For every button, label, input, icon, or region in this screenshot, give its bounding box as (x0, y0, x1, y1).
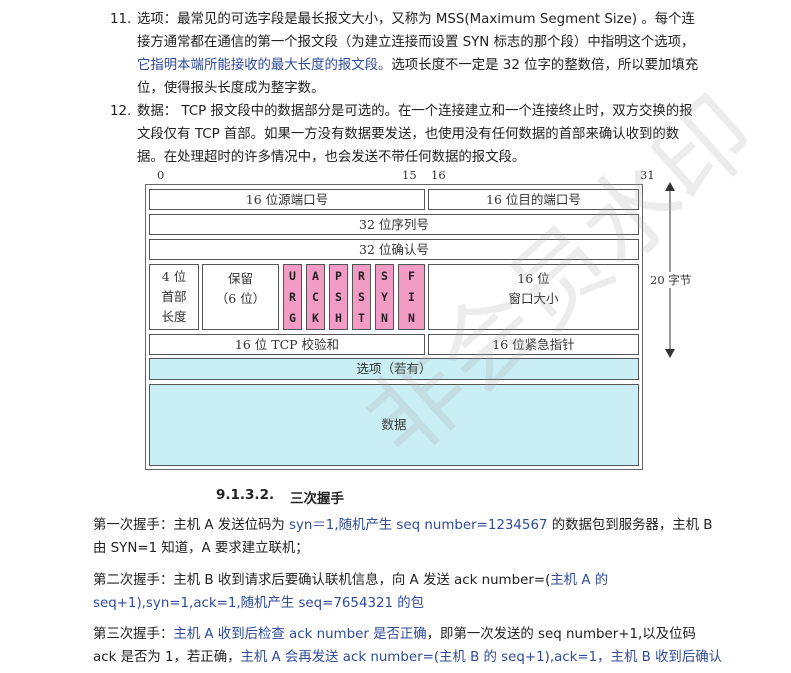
flag-psh-c3: H (335, 310, 342, 325)
header-length-field: 4 位 首部 长度 (149, 264, 199, 330)
handshake2-line2: seq+1),syn=1,ack=1,随机产生 seq=7654321 的包 (93, 596, 425, 611)
options-field: 选项（若有） (149, 358, 639, 380)
flag-ack-c3: K (312, 310, 319, 325)
flag-ack-c1: A (312, 268, 319, 283)
bit-label-0: 0 (157, 168, 165, 182)
flag-urg-c3: G (289, 310, 296, 325)
flag-ack-c2: C (312, 289, 319, 304)
urgent-pointer-field: 16 位紧急指针 (428, 334, 639, 355)
flag-psh-c1: P (335, 268, 342, 283)
reserved-l1: 保留 (227, 271, 253, 286)
handshake3-text-a: 第三次握手： (93, 627, 174, 642)
header-length-l2: 首部 (161, 289, 187, 304)
item12-line3: 据。在处理超时的许多情况中，也会发送不带任何数据的报文段。 (137, 150, 526, 165)
item11-line4: 位，使得报头长度成为整字数。 (137, 81, 325, 96)
handshake3-line1: 第三次握手：主机 A 收到后检查 ack number 是否正确，即第一次发送的… (93, 623, 696, 647)
handshake3-text-c: ，即第一次发送的 seq number+1,以及位码 (426, 627, 696, 642)
item11-line2: 接方通常都在通信的第一个报文段（为建立连接而设置 SYN 标志的那个段）中指明这… (137, 35, 695, 50)
list-number-11: 11. (110, 12, 132, 27)
handshake2-text-a: 第二次握手：主机 B 收到请求后要确认联机信息，向 A 发送 ack numbe… (93, 573, 551, 588)
item11-line1: 选项：最常见的可选字段是最长报文大小，又称为 MSS(Maximum Segme… (137, 12, 695, 27)
handshake1-line2: 由 SYN=1 知道，A 要求建立联机； (93, 541, 309, 556)
data-field: 数据 (149, 384, 639, 466)
handshake3-text-b: 主机 A 收到后检查 ack number 是否正确 (173, 627, 427, 642)
header-length-l3: 长度 (161, 309, 187, 324)
handshake3-text-d: ack 是否为 1，若正确， (93, 650, 241, 665)
flag-fin-c1: F (408, 268, 415, 283)
flag-syn-c1: S (381, 268, 388, 283)
window-size-l1: 16 位 (517, 271, 550, 286)
tcp-header-diagram: 0 15 16 31 16 位源端口号 16 位目的端口号 32 位序列号 32… (140, 168, 700, 470)
reserved-field: 保留 （6 位） (202, 264, 279, 330)
header-outer-frame (145, 184, 643, 470)
bit-label-15: 15 (402, 168, 417, 182)
handshake3-text-e: 主机 A 会再发送 ack number=(主机 B 的 seq+1),ack=… (240, 650, 722, 665)
flag-fin-c3: N (408, 310, 415, 325)
bit-label-31: 31 (640, 168, 655, 182)
header-size-label: 20 字节 (650, 272, 692, 288)
src-port-field: 16 位源端口号 (149, 189, 425, 210)
flag-fin-c2: I (408, 289, 415, 304)
seq-field: 32 位序列号 (149, 214, 639, 235)
item12-line1: 数据： TCP 报文段中的数据部分是可选的。在一个连接建立和一个连接终止时，双方… (137, 104, 693, 119)
handshake2-text-b: 主机 A 的 (550, 573, 609, 588)
flag-urg-c2: R (289, 289, 296, 304)
handshake1-line1: 第一次握手：主机 A 发送位码为 syn＝1,随机产生 seq number=1… (93, 514, 712, 538)
ack-field: 32 位确认号 (149, 239, 639, 260)
handshake2-line1: 第二次握手：主机 B 收到请求后要确认联机信息，向 A 发送 ack numbe… (93, 569, 608, 593)
header-length-l1: 4 位 (161, 269, 187, 284)
item11-rest: 选项长度不一定是 32 位字的整数倍，所以要加填充 (391, 58, 699, 73)
item11-line3: 它指明本端所能接收的最大长度的报文段。选项长度不一定是 32 位字的整数倍，所以… (137, 54, 698, 78)
handshake1-text-b: syn＝1,随机产生 seq number=1234567 (289, 518, 548, 533)
flag-urg-c1: U (289, 268, 296, 283)
window-size-l2: 窗口大小 (508, 291, 559, 306)
flag-rst-c3: T (358, 310, 365, 325)
item11-highlight: 它指明本端所能接收的最大长度的报文段。 (137, 58, 392, 73)
checksum-field: 16 位 TCP 校验和 (149, 334, 425, 355)
handshake1-text-a: 第一次握手：主机 A 发送位码为 (93, 518, 290, 533)
dst-port-field: 16 位目的端口号 (428, 189, 639, 210)
flag-psh-c2: S (335, 289, 342, 304)
flag-syn-c2: Y (381, 289, 388, 304)
list-number-12: 12. (110, 104, 132, 119)
handshake1-text-c: 的数据包到服务器，主机 B (547, 518, 713, 533)
item12-line2: 文段仅有 TCP 首部。如果一方没有数据要发送，也使用没有任何数据的首部来确认收… (137, 127, 680, 142)
window-size-field: 16 位 窗口大小 (428, 264, 639, 330)
handshake3-line2: ack 是否为 1，若正确，主机 A 会再发送 ack number=(主机 B… (93, 646, 722, 670)
section-number: 9.1.3.2. (216, 487, 275, 503)
flag-rst-c2: S (358, 289, 365, 304)
header-size-arrow (665, 182, 675, 358)
flag-rst-c1: R (358, 268, 365, 283)
section-title: 三次握手 (290, 491, 344, 507)
flag-syn-c3: N (381, 310, 388, 325)
bit-label-16: 16 (431, 168, 446, 182)
reserved-l2: （6 位） (215, 291, 266, 306)
